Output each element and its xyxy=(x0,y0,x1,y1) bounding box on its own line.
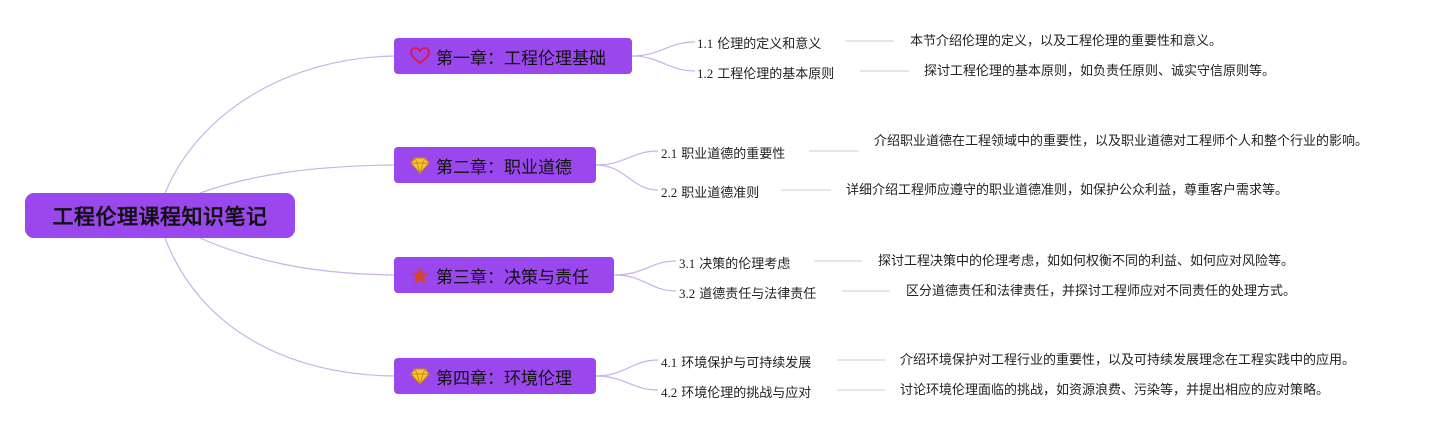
section-number: 1.1 xyxy=(697,36,714,51)
ch1-link-2 xyxy=(631,55,696,72)
chapter-title-3: 第三章：决策与责任 xyxy=(436,267,589,288)
gem-icon xyxy=(410,367,430,385)
section-number: 4.2 xyxy=(661,385,678,400)
section-title: 环境伦理的挑战与应对 xyxy=(681,386,812,401)
chapter-node-4[interactable]: 第四章：环境伦理 xyxy=(394,358,596,394)
section-number: 2.2 xyxy=(661,185,678,200)
section-desc-1-1: 本节介绍伦理的定义，以及工程伦理的重要性和意义。 xyxy=(910,34,1223,49)
section-number: 3.2 xyxy=(679,286,696,301)
section-number: 4.1 xyxy=(661,355,678,370)
ch4-link-1 xyxy=(595,359,659,377)
section-number: 3.1 xyxy=(679,256,696,271)
heart-icon xyxy=(410,47,430,65)
section-title: 道德责任与法律责任 xyxy=(699,287,817,302)
ch1-link-1 xyxy=(631,41,696,57)
section-title: 职业道德准则 xyxy=(681,186,760,201)
chapter-title-1: 第一章：工程伦理基础 xyxy=(436,48,606,69)
root-link-1 xyxy=(164,55,395,194)
root-title: 工程伦理课程知识笔记 xyxy=(52,204,268,229)
ch2-link-2 xyxy=(595,164,659,191)
ch3-link-2 xyxy=(613,274,677,292)
ch3-link-1 xyxy=(613,260,677,276)
section-desc-2-1: 介绍职业道德在工程领域中的重要性，以及职业道德对工程师个人和整个行业的影响。 xyxy=(874,134,1369,149)
chapter-node-2[interactable]: 第二章：职业道德 xyxy=(394,147,596,183)
root-link-2 xyxy=(199,164,395,194)
chapter-title-2: 第二章：职业道德 xyxy=(436,157,572,178)
section-desc-4-2: 讨论环境伦理面临的挑战，如资源浪费、污染等，并提出相应的应对策略。 xyxy=(900,383,1330,398)
section-desc-1-2: 探讨工程伦理的基本原则，如负责任原则、诚实守信原则等。 xyxy=(924,64,1276,79)
chapter-node-1[interactable]: 第一章：工程伦理基础 xyxy=(394,38,632,74)
chapter-node-3[interactable]: 第三章：决策与责任 xyxy=(394,257,614,293)
gem-icon xyxy=(410,156,430,174)
section-title: 环境保护与可持续发展 xyxy=(681,356,812,371)
section-desc-3-1: 探讨工程决策中的伦理考虑，如如何权衡不同的利益、如何应对风险等。 xyxy=(878,254,1295,269)
chapter-title-4: 第四章：环境伦理 xyxy=(436,368,572,389)
section-number: 1.2 xyxy=(697,66,714,81)
ch2-link-1 xyxy=(595,150,659,166)
section-title: 伦理的定义和意义 xyxy=(717,37,822,52)
section-desc-4-1: 介绍环境保护对工程行业的重要性，以及可持续发展理念在工程实践中的应用。 xyxy=(900,353,1356,368)
section-title: 职业道德的重要性 xyxy=(681,147,786,162)
ch4-link-2 xyxy=(595,375,659,391)
root-link-4 xyxy=(164,237,395,377)
root-link-3 xyxy=(199,237,395,276)
section-number: 2.1 xyxy=(661,146,678,161)
section-title: 决策的伦理考虑 xyxy=(699,257,791,272)
section-desc-3-2: 区分道德责任和法律责任，并探讨工程师应对不同责任的处理方式。 xyxy=(906,284,1297,299)
star-icon xyxy=(410,266,430,285)
root-node[interactable]: 工程伦理课程知识笔记 xyxy=(25,193,295,238)
section-desc-2-2: 详细介绍工程师应遵守的职业道德准则，如保护公众利益，尊重客户需求等。 xyxy=(846,183,1289,198)
section-title: 工程伦理的基本原则 xyxy=(717,67,835,82)
